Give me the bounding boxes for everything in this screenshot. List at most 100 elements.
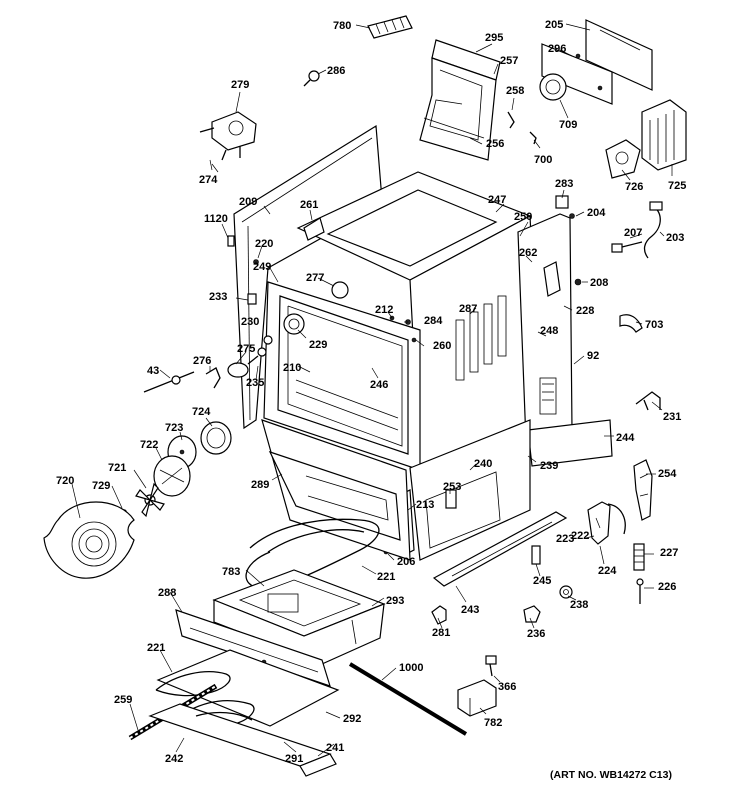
- label-222: 222: [571, 530, 589, 542]
- label-223: 223: [556, 533, 574, 545]
- label-262: 262: [519, 247, 537, 259]
- label-296: 296: [548, 43, 566, 55]
- part-bracket-262: [543, 261, 561, 297]
- label-206: 206: [397, 556, 415, 568]
- label-783: 783: [222, 566, 240, 578]
- label-229: 229: [309, 339, 327, 351]
- label-288: 288: [158, 587, 176, 599]
- label-253: 253: [443, 481, 461, 493]
- part-screw-286: [303, 70, 320, 87]
- part-spring-227: [633, 543, 645, 604]
- label-233: 233: [209, 291, 227, 303]
- label-1000: 1000: [399, 662, 423, 674]
- label-291: 291: [285, 753, 303, 765]
- part-bracket-261: [303, 217, 325, 241]
- label-292: 292: [343, 713, 361, 725]
- part-fan-blade-721: [135, 482, 165, 518]
- part-bottom-tray-241: [148, 703, 337, 777]
- part-hinge-254: [633, 459, 653, 521]
- label-1120: 1120: [204, 213, 228, 225]
- label-276: 276: [193, 355, 211, 367]
- label-241: 241: [326, 742, 344, 754]
- label-723: 723: [165, 422, 183, 434]
- label-729: 729: [92, 480, 110, 492]
- label-284: 284: [424, 315, 443, 327]
- part-drawer-bottom-292: [156, 649, 340, 727]
- label-207: 207: [624, 227, 642, 239]
- art-number: (ART NO. WB14272 C13): [550, 769, 672, 781]
- label-240: 240: [474, 458, 492, 470]
- label-249: 249: [253, 261, 271, 273]
- label-274: 274: [199, 174, 218, 186]
- part-block-782: [457, 679, 497, 717]
- label-279: 279: [231, 79, 249, 91]
- label-242: 242: [165, 753, 183, 765]
- label-245: 245: [533, 575, 551, 587]
- label-203: 203: [666, 232, 684, 244]
- label-295: 295: [485, 32, 503, 44]
- label-208: 208: [590, 277, 608, 289]
- part-probe-43: [143, 371, 195, 393]
- label-248: 248: [540, 325, 558, 337]
- label-221-lower: 221: [147, 642, 165, 654]
- label-236: 236: [527, 628, 545, 640]
- label-260: 260: [433, 340, 451, 352]
- label-293: 293: [386, 595, 404, 607]
- part-wire-harness-203: [611, 201, 663, 259]
- part-drawer-front-288: [175, 609, 331, 687]
- label-275: 275: [237, 343, 255, 355]
- part-hinge-receiver-222: [587, 501, 626, 545]
- part-lower-front-240: [409, 419, 531, 561]
- label-246: 246: [370, 379, 388, 391]
- label-780: 780: [333, 20, 351, 32]
- label-238: 238: [570, 599, 588, 611]
- part-fan-plate-722: [153, 455, 191, 497]
- label-221-upper: 221: [377, 571, 395, 583]
- label-247: 247: [488, 194, 506, 206]
- part-light-assembly-275: [205, 347, 267, 389]
- part-bake-element-221: [245, 518, 380, 589]
- label-235: 235: [246, 377, 264, 389]
- label-277: 277: [306, 272, 324, 284]
- label-259: 259: [114, 694, 132, 706]
- part-bracket-703: [619, 314, 643, 333]
- label-256: 256: [486, 138, 504, 150]
- part-box-725: [641, 99, 687, 171]
- part-flue-duct-295: [419, 39, 501, 161]
- leader-lines: [71, 23, 673, 757]
- label-92: 92: [587, 350, 599, 362]
- label-782: 782: [484, 717, 502, 729]
- label-204: 204: [587, 207, 606, 219]
- label-243: 243: [461, 604, 479, 616]
- part-clips-258-700: [507, 111, 537, 145]
- label-703: 703: [645, 319, 663, 331]
- label-720: 720: [56, 475, 74, 487]
- label-366: 366: [498, 681, 516, 693]
- part-drawer-shelf-289: [261, 419, 411, 561]
- label-239: 239: [540, 460, 558, 472]
- label-722: 722: [140, 439, 158, 451]
- label-721: 721: [108, 462, 126, 474]
- label-220: 220: [255, 238, 273, 250]
- label-258: 258: [506, 85, 524, 97]
- part-oven-cavity: [263, 171, 541, 471]
- label-212: 212: [375, 304, 393, 316]
- label-724: 724: [192, 406, 211, 418]
- part-side-panel-209: [233, 124, 383, 430]
- label-224: 224: [598, 565, 617, 577]
- label-250: 250: [514, 211, 532, 223]
- label-226: 226: [658, 581, 676, 593]
- label-700: 700: [534, 154, 552, 166]
- part-fan-cover-724: [200, 421, 232, 455]
- part-valve-279: [199, 111, 257, 171]
- label-210: 210: [283, 362, 301, 374]
- label-213: 213: [416, 499, 434, 511]
- part-rail-243: [432, 511, 568, 587]
- label-286: 286: [327, 65, 345, 77]
- label-209: 209: [239, 196, 257, 208]
- part-drawer-body-293: [213, 599, 385, 665]
- label-228: 228: [576, 305, 594, 317]
- label-725: 725: [668, 180, 686, 192]
- label-261: 261: [300, 199, 318, 211]
